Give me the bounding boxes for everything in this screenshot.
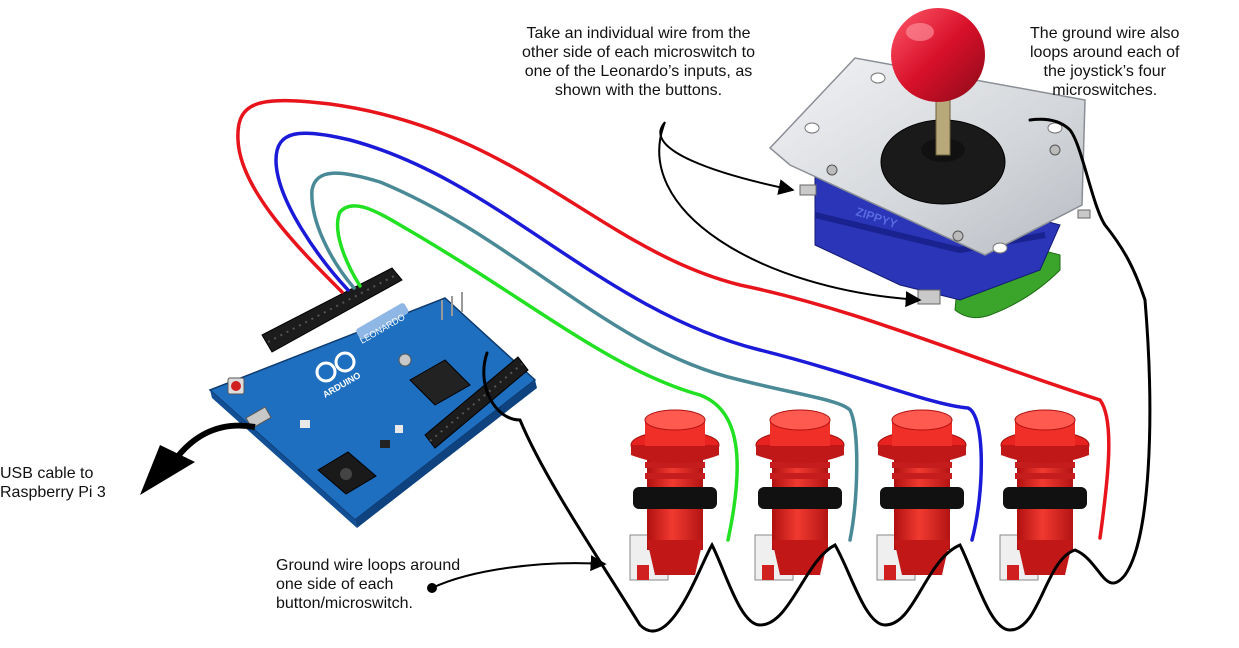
usb-cable [172, 422, 256, 462]
callout-dot-ground [427, 583, 437, 593]
joystick-shaft [935, 94, 951, 156]
arduino-logo [315, 351, 356, 383]
callout-arrow-upper-switch [659, 121, 795, 195]
wire-red [236, 98, 1111, 540]
wire-green [335, 204, 739, 542]
callout-arrow-ground [431, 555, 607, 589]
wire-blue [274, 131, 984, 542]
arduino-leonardo-board: ARDUINO LEONARDO [208, 267, 537, 528]
signal-wires [236, 98, 1111, 542]
reset-button [231, 381, 241, 391]
header-analog [424, 356, 529, 449]
board-model-badge [356, 303, 409, 340]
microcontroller-chip [409, 359, 471, 406]
wire-teal [310, 171, 859, 542]
joystick: ZIPPYY [768, 8, 1091, 319]
callout-arrows [431, 121, 922, 589]
ground-wire [482, 117, 1152, 633]
arcade-button-1 [629, 409, 720, 581]
arcade-button-2 [754, 409, 845, 581]
joystick-ball-top [891, 8, 985, 102]
arcade-button-3 [876, 409, 967, 581]
callout-arrow-lower-switch [658, 121, 922, 308]
arcade-button-4 [999, 409, 1090, 581]
usb-cable-arrow [140, 445, 195, 495]
